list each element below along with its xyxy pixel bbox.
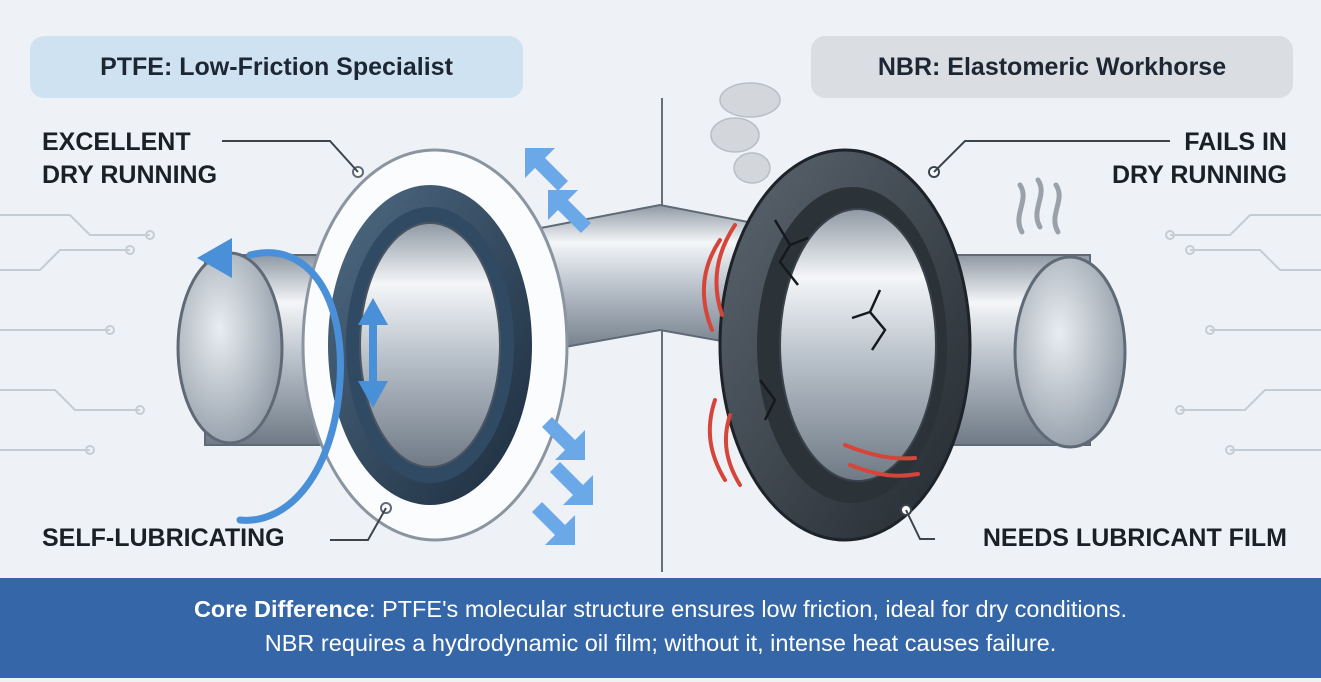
footer-line-1-rest: : PTFE's molecular structure ensures low… <box>368 596 1128 622</box>
circuit-pattern-right <box>1165 214 1321 455</box>
crack-icon <box>759 219 887 421</box>
ptfe-seal-assembly <box>176 148 569 542</box>
heat-wave-icon <box>1016 177 1062 235</box>
nbr-seal-assembly <box>718 148 1127 542</box>
nbr-shaft-end <box>1013 255 1127 449</box>
label-fails-dry-running: FAILS IN DRY RUNNING <box>1112 126 1287 192</box>
label-line: DRY RUNNING <box>1111 161 1287 189</box>
rotation-arrowhead-icon <box>197 238 232 278</box>
callout-lines <box>222 140 1170 541</box>
label-needs-lubricant-film: NEEDS LUBRICANT FILM <box>982 524 1287 552</box>
footer-line-1: Core Difference: PTFE's molecular struct… <box>0 592 1321 626</box>
axial-arrow-icon <box>358 298 388 408</box>
label-excellent-dry-running: EXCELLENT DRY RUNNING <box>42 126 217 192</box>
friction-heat-icon <box>701 223 920 487</box>
circuit-pattern-left <box>0 214 155 455</box>
footer-line-2: NBR requires a hydrodynamic oil film; wi… <box>264 630 1057 656</box>
smoke-icon <box>710 82 781 184</box>
ptfe-shaft-end <box>176 251 284 445</box>
label-line: FAILS IN <box>1184 128 1287 156</box>
label-self-lubricating: SELF-LUBRICATING <box>42 524 285 552</box>
inflow-arrow-icon <box>525 148 593 545</box>
label-line: DRY RUNNING <box>42 161 218 189</box>
nbr-title-badge: NBR: Elastomeric Workhorse <box>811 36 1293 98</box>
footer-emphasis: Core Difference <box>193 596 369 622</box>
ptfe-title-badge: PTFE: Low-Friction Specialist <box>30 36 523 98</box>
core-difference-banner: Core Difference: PTFE's molecular struct… <box>0 578 1321 678</box>
label-line: EXCELLENT <box>42 128 191 156</box>
